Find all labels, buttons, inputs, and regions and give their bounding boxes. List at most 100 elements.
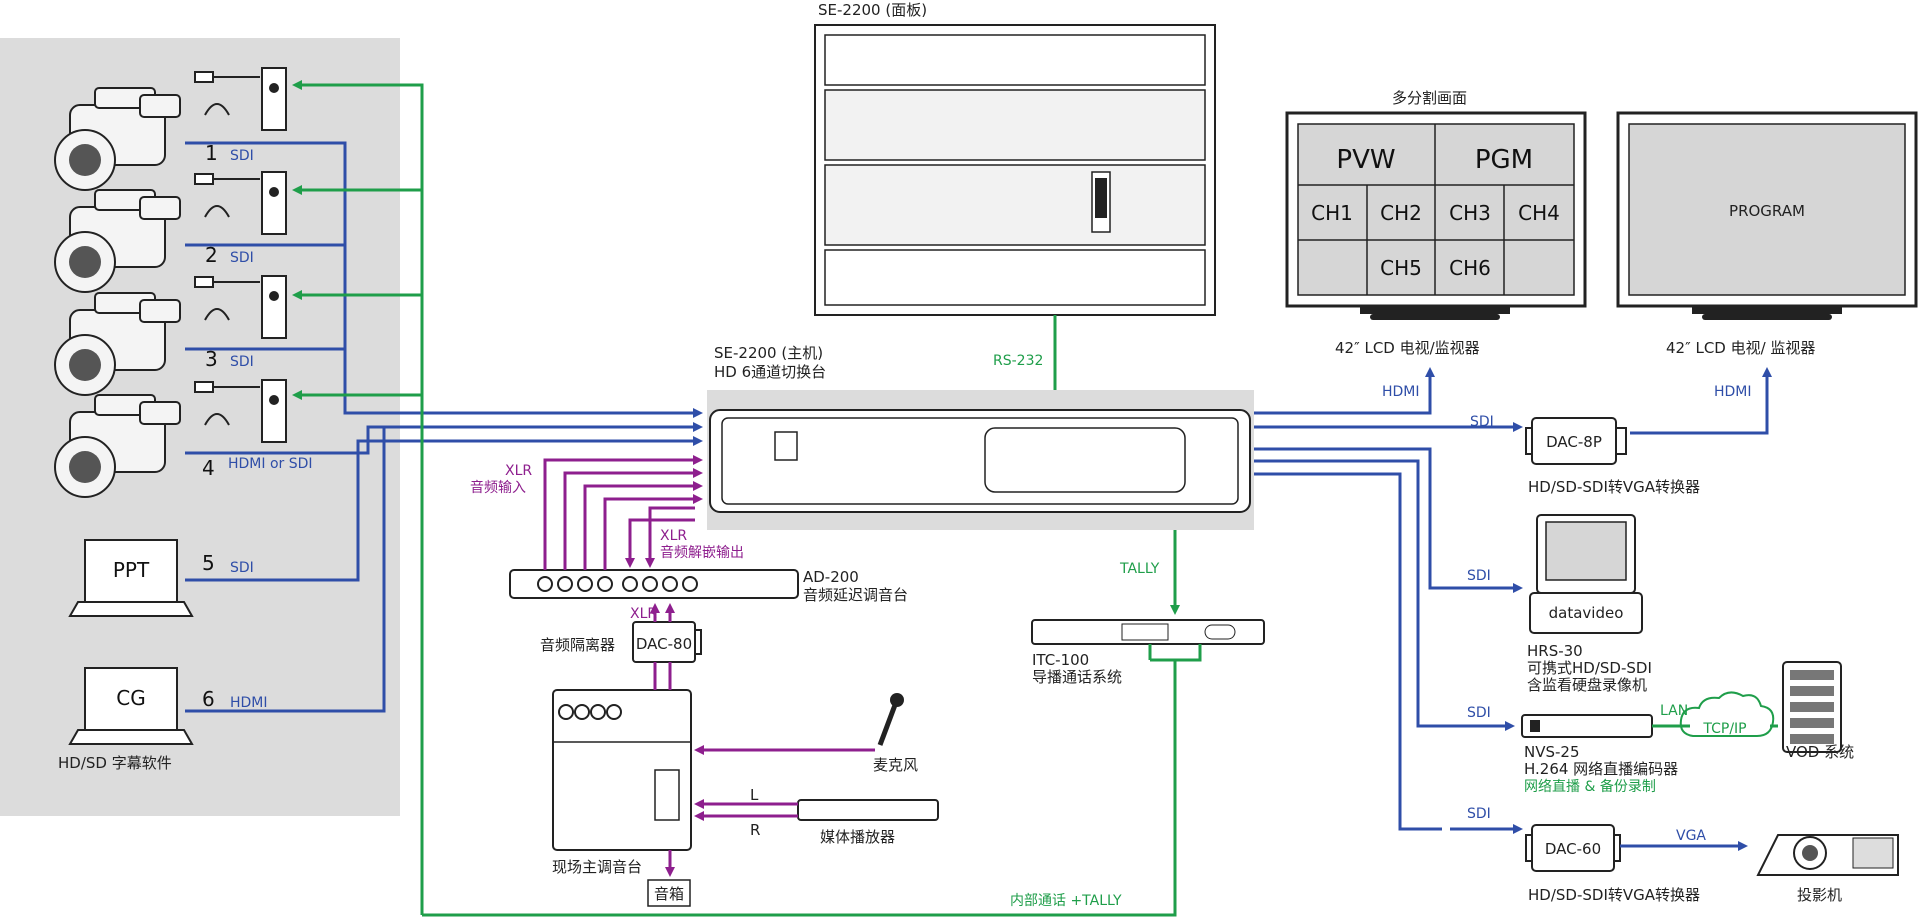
tally-label: TALLY bbox=[1119, 561, 1160, 577]
tcpip-cloud bbox=[1679, 691, 1775, 737]
se2200-panel bbox=[814, 24, 1216, 316]
projector bbox=[1756, 834, 1899, 876]
audio-demux-label: 音频解嵌输出 bbox=[660, 544, 744, 561]
source-2-signal: SDI bbox=[230, 250, 254, 266]
xlr-out-label: XLR bbox=[660, 528, 687, 544]
program-screen-text: PROGRAM bbox=[1729, 202, 1805, 220]
dac80-name: DAC-80 bbox=[636, 635, 692, 653]
speaker-box bbox=[647, 879, 691, 907]
main-unit-title: SE-2200 (主机) bbox=[714, 344, 823, 362]
mv-cell-pvw: PVW bbox=[1336, 145, 1395, 175]
itc100-desc: 导播通话系统 bbox=[1032, 668, 1122, 686]
tcpip-label: TCP/IP bbox=[1702, 721, 1746, 737]
nvs25-device bbox=[1521, 714, 1653, 738]
dac60-caption: HD/SD-SDI转VGA转换器 bbox=[1528, 886, 1700, 904]
source-1-signal: SDI bbox=[230, 148, 254, 164]
mixer-caption: 现场主调音台 bbox=[552, 858, 642, 876]
dac8p-caption: HD/SD-SDI转VGA转换器 bbox=[1528, 478, 1700, 496]
multiview-title: 多分割画面 bbox=[1392, 89, 1467, 107]
dac60-box bbox=[1525, 824, 1621, 872]
rs232-label: RS-232 bbox=[993, 353, 1043, 369]
dac60-name: DAC-60 bbox=[1545, 840, 1601, 858]
source-4-num: 4 bbox=[202, 456, 215, 480]
r-label: R bbox=[750, 821, 760, 839]
program-caption: 42″ LCD 电视/ 监视器 bbox=[1666, 339, 1815, 357]
camera-2 bbox=[54, 171, 287, 293]
cg-screen-text: CG bbox=[116, 686, 145, 710]
xlr-in-label: XLR bbox=[505, 463, 532, 479]
source-6-signal: HDMI bbox=[230, 695, 268, 711]
ad200-desc: 音频延迟调音台 bbox=[803, 586, 908, 604]
video-lines bbox=[185, 141, 1772, 851]
lan-label: LAN bbox=[1660, 703, 1688, 719]
source-1-num: 1 bbox=[205, 141, 218, 165]
sdi-hrs-label: SDI bbox=[1467, 568, 1491, 584]
itc100-name: ITC-100 bbox=[1032, 651, 1089, 669]
hrs30-desc2: 含监看硬盘录像机 bbox=[1527, 676, 1647, 694]
mv-cell-ch6: CH6 bbox=[1449, 256, 1491, 280]
source-3-num: 3 bbox=[205, 347, 218, 371]
dac80-box bbox=[632, 621, 702, 663]
laptop-cg bbox=[68, 667, 194, 745]
player-caption: 媒体播放器 bbox=[820, 828, 895, 846]
cg-caption: HD/SD 字幕软件 bbox=[58, 754, 172, 772]
hrs30-brand: datavideo bbox=[1549, 604, 1624, 622]
source-6-num: 6 bbox=[202, 687, 215, 711]
speaker-label: 音箱 bbox=[654, 885, 684, 903]
ad200-device bbox=[509, 569, 799, 599]
source-5-num: 5 bbox=[202, 551, 215, 575]
source-4-signal: HDMI or SDI bbox=[228, 456, 313, 472]
mv-cell-pgm: PGM bbox=[1475, 145, 1533, 175]
xlr-small-label: XLR bbox=[630, 606, 657, 622]
camera-3 bbox=[54, 275, 287, 396]
se2200-main-unit bbox=[707, 390, 1254, 530]
l-label: L bbox=[750, 786, 759, 804]
mv-cell-ch4: CH4 bbox=[1518, 201, 1560, 225]
hdmi-b-label: HDMI bbox=[1714, 384, 1752, 400]
dac8p-name: DAC-8P bbox=[1546, 433, 1602, 451]
vod-caption: VOD 系统 bbox=[1786, 743, 1854, 761]
mv-cell-ch5: CH5 bbox=[1380, 256, 1422, 280]
ad200-name: AD-200 bbox=[803, 568, 859, 586]
mv-cell-ch1: CH1 bbox=[1311, 201, 1353, 225]
audio-in-label: 音频输入 bbox=[470, 479, 526, 496]
panel-title: SE-2200 (面板) bbox=[818, 1, 927, 19]
main-unit-subtitle: HD 6通道切换台 bbox=[714, 363, 826, 381]
control-lines bbox=[292, 80, 1778, 917]
mv-cell-ch2: CH2 bbox=[1380, 201, 1422, 225]
projector-caption: 投影机 bbox=[1797, 886, 1842, 904]
mv-cell-ch3: CH3 bbox=[1449, 201, 1491, 225]
program-monitor bbox=[1616, 111, 1918, 320]
sdi-nvs-label: SDI bbox=[1467, 705, 1491, 721]
sdi-dac8p-label: SDI bbox=[1470, 414, 1494, 430]
camera-1 bbox=[54, 67, 287, 191]
audio-mixer bbox=[552, 689, 692, 851]
mic-caption: 麦克风 bbox=[873, 756, 918, 774]
vga-label: VGA bbox=[1676, 828, 1706, 844]
vod-server bbox=[1782, 661, 1842, 753]
ppt-screen-text: PPT bbox=[113, 558, 150, 582]
nvs25-name: NVS-25 bbox=[1524, 743, 1580, 761]
hrs30-name: HRS-30 bbox=[1527, 642, 1583, 660]
intercom-tally-label: 内部通话 +TALLY bbox=[1010, 893, 1122, 909]
source-3-signal: SDI bbox=[230, 354, 254, 370]
multiview-monitor bbox=[1285, 111, 1587, 320]
nvs25-desc2: 网络直播 & 备份录制 bbox=[1524, 778, 1656, 795]
itc100-device bbox=[1031, 619, 1265, 645]
multiview-caption: 42″ LCD 电视/监视器 bbox=[1335, 339, 1480, 357]
media-player bbox=[797, 799, 939, 821]
camera-4 bbox=[54, 379, 287, 498]
hrs30-device bbox=[1529, 514, 1643, 634]
nvs25-desc1: H.264 网络直播编码器 bbox=[1524, 760, 1678, 778]
laptop-ppt bbox=[68, 539, 194, 617]
hdmi-a-label: HDMI bbox=[1382, 384, 1420, 400]
hrs30-desc1: 可携式HD/SD-SDI bbox=[1527, 659, 1652, 677]
dac80-caption: 音频隔离器 bbox=[540, 636, 615, 654]
source-2-num: 2 bbox=[205, 243, 218, 267]
audio-lines bbox=[543, 455, 875, 877]
microphone bbox=[877, 693, 904, 746]
sdi-dac60-label: SDI bbox=[1467, 806, 1491, 822]
source-5-signal: SDI bbox=[230, 560, 254, 576]
dac8p-box bbox=[1525, 417, 1627, 465]
